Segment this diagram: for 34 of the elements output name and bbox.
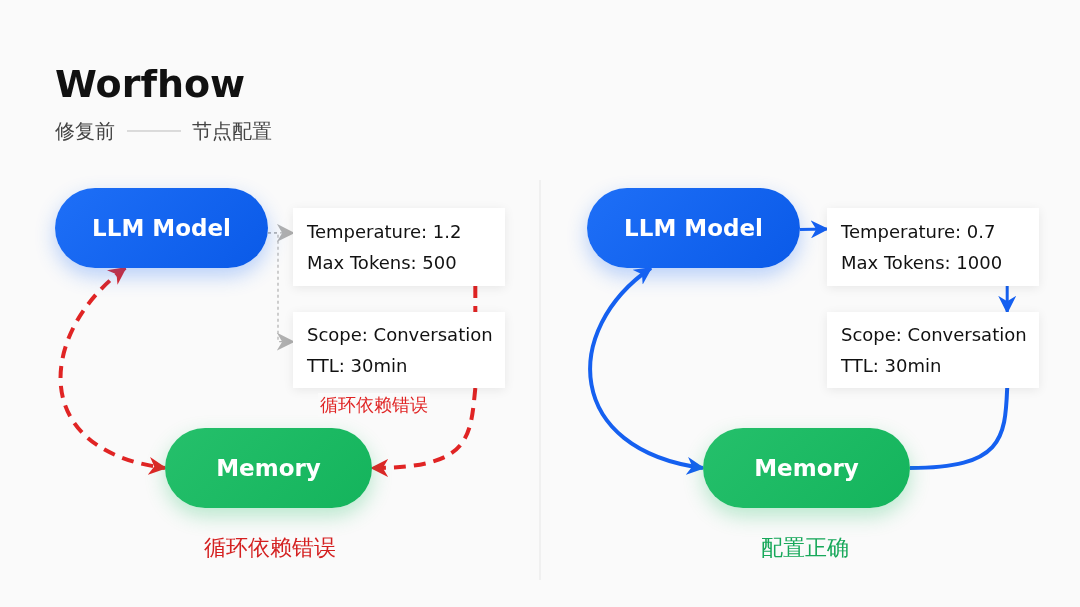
connector-line [473, 286, 478, 312]
subtitle-text: 修复前 [55, 118, 115, 145]
config-card [293, 208, 505, 286]
arrow [58, 266, 167, 474]
node-label: LLM Model [624, 215, 763, 241]
config-text: Max Tokens: 1000 [841, 251, 1004, 275]
config-card [827, 312, 1039, 388]
node-label: LLM Model [92, 215, 231, 241]
node-label: Memory [216, 455, 321, 481]
node-label: Memory [754, 455, 859, 481]
arrow [588, 266, 705, 474]
model-node [587, 188, 800, 268]
connector-line [909, 387, 1010, 470]
caption-text: 配置正确 [760, 534, 850, 562]
arrow [799, 220, 829, 239]
config-text: Temperature: 0.7 [841, 220, 997, 244]
arrow [998, 286, 1017, 314]
edge-label: 循环依赖错误 [318, 393, 430, 417]
config-card [827, 208, 1039, 286]
config-text: TTL: 30min [307, 354, 409, 378]
caption-text: 循环依赖错误 [203, 534, 337, 562]
arrow [370, 387, 478, 477]
config-text: Scope: Conversation [841, 323, 1028, 347]
arrow [267, 232, 295, 351]
config-card [293, 312, 505, 388]
memory-node [703, 428, 910, 508]
config-text: Temperature: 1.2 [307, 220, 463, 244]
subtitle-text: 节点配置 [192, 118, 272, 145]
model-node [55, 188, 268, 268]
config-text: Max Tokens: 500 [307, 251, 458, 275]
config-text: TTL: 30min [841, 354, 943, 378]
memory-node [165, 428, 372, 508]
config-text: Scope: Conversation [307, 323, 494, 347]
page-title: Worfhow [55, 62, 246, 106]
